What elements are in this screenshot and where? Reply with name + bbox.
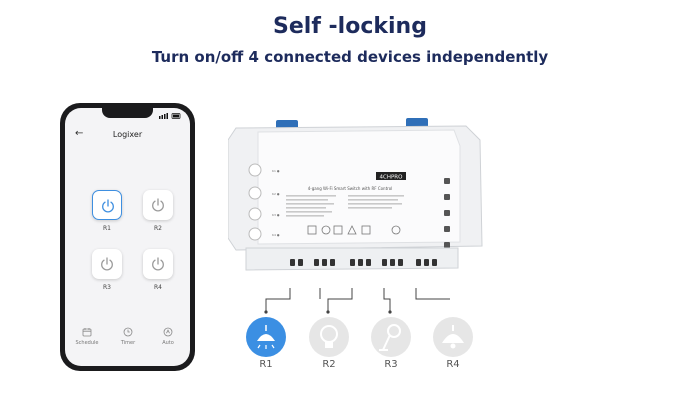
svg-text:K1 ●: K1 ● (272, 169, 280, 173)
relay-r4-label: R4 (446, 359, 460, 370)
switch-r3-button[interactable] (92, 249, 122, 279)
switch-r3-label: R3 (103, 284, 111, 291)
switch-r1-button[interactable] (92, 190, 122, 220)
calendar-icon (82, 328, 92, 337)
status-bar-icons (159, 113, 181, 121)
model-badge: 4CHPRO (380, 174, 404, 180)
nav-auto[interactable]: Auto (151, 327, 185, 346)
relay-r2-device[interactable] (309, 317, 349, 357)
switch-r4-button[interactable] (143, 249, 173, 279)
relay-r1-device[interactable] (246, 317, 286, 357)
clock-icon (123, 327, 133, 337)
nav-timer-label: Timer (120, 340, 136, 346)
nav-timer[interactable]: Timer (111, 327, 145, 346)
power-icon (152, 257, 164, 271)
switch-r2-label: R2 (154, 225, 162, 232)
power-icon (102, 199, 114, 213)
switch-r4-label: R4 (154, 284, 162, 291)
back-arrow-icon[interactable]: ← (75, 128, 84, 139)
status-bar-time (77, 113, 79, 120)
nav-schedule[interactable]: Schedule (70, 327, 104, 346)
relay-device: K1 ● K2 ● K3 ● K4 ● 4CHPRO 4-gang Wi-Fi … (227, 118, 486, 276)
relay-r4-device[interactable] (433, 317, 473, 357)
product-name: 4-gang Wi-Fi Smart Switch with RF Contro… (308, 186, 393, 191)
page-title: Self -locking (273, 14, 427, 39)
svg-text:K4 ●: K4 ● (272, 233, 280, 237)
app-title: Logixer (112, 130, 143, 139)
wiring-lines (264, 288, 450, 314)
power-icon (152, 198, 164, 212)
phone-notch (102, 108, 153, 118)
nav-auto-label: Auto (162, 340, 174, 346)
floor-lamp-icon (379, 324, 401, 351)
relay-r2-label: R2 (322, 359, 336, 370)
switch-r2-button[interactable] (143, 190, 173, 220)
svg-text:K2 ●: K2 ● (272, 192, 280, 196)
nav-schedule-label: Schedule (75, 340, 99, 346)
pendant-lamp-icon (442, 325, 464, 349)
svg-text:K3 ●: K3 ● (272, 213, 280, 217)
light-bulb-icon (320, 325, 338, 348)
auto-icon (163, 327, 173, 337)
relay-r3-label: R3 (384, 359, 398, 370)
power-icon (101, 257, 113, 271)
ceiling-lamp-icon (257, 325, 275, 349)
page-subtitle: Turn on/off 4 connected devices independ… (151, 48, 549, 66)
relay-r3-device[interactable] (371, 317, 411, 357)
app-screen: ← Logixer R1 R2 R3 (65, 108, 190, 366)
smartphone: ← Logixer R1 R2 R3 (60, 103, 195, 371)
switch-r1-label: R1 (103, 225, 111, 232)
relay-r1-label: R1 (259, 359, 273, 370)
